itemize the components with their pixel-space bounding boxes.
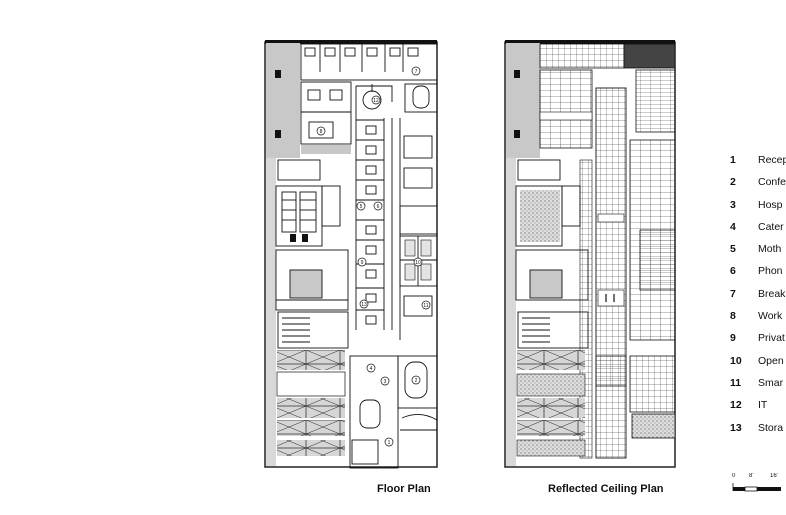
room-marker-10 bbox=[413, 257, 423, 267]
room-marker-3 bbox=[380, 376, 390, 386]
legend-item: 13 Stora bbox=[730, 420, 786, 442]
legend-label: Stora bbox=[758, 421, 784, 434]
legend-number: 12 bbox=[730, 399, 742, 412]
legend-label: Phon bbox=[758, 265, 783, 278]
room-marker-4 bbox=[366, 363, 376, 373]
room-marker-12-label: 12 bbox=[373, 98, 379, 104]
legend-item: 1 Recep bbox=[730, 152, 786, 174]
legend-item: 7 Break bbox=[730, 286, 786, 308]
legend-label: Break bbox=[758, 287, 786, 300]
room-marker-9 bbox=[357, 257, 367, 267]
room-marker-1-label: 1 bbox=[388, 440, 391, 446]
room-marker-1 bbox=[384, 437, 394, 447]
room-marker-2-label: 2 bbox=[415, 378, 418, 384]
legend-number: 10 bbox=[730, 354, 742, 367]
legend-number: 4 bbox=[730, 220, 736, 233]
legend-label: Recep bbox=[758, 154, 786, 166]
legend-label: Open bbox=[758, 354, 784, 367]
room-marker-7 bbox=[411, 66, 421, 76]
room-marker-5 bbox=[356, 201, 366, 211]
room-marker-13 bbox=[359, 299, 369, 309]
legend-number: 1 bbox=[730, 154, 736, 166]
room-marker-11 bbox=[421, 300, 431, 310]
legend-label: Confe bbox=[758, 176, 786, 189]
room-marker-6 bbox=[373, 201, 383, 211]
legend-number: 8 bbox=[730, 310, 736, 323]
floor-plan-caption: Floor Plan bbox=[377, 483, 431, 495]
room-legend: 1 Recep 2 Confe 3 Hosp 4 Cater 5 Moth 6 Phon 7… bbox=[730, 152, 786, 442]
room-marker-7-label: 7 bbox=[415, 69, 418, 75]
legend-number: 3 bbox=[730, 198, 736, 211]
room-marker-5-label: 5 bbox=[360, 204, 363, 210]
room-marker-6-label: 6 bbox=[377, 204, 380, 210]
room-marker-8 bbox=[316, 126, 326, 136]
legend-number: 11 bbox=[730, 376, 742, 389]
room-marker-8-label: 8 bbox=[320, 129, 323, 135]
floor-plan: 1 2 3 4 5 6 7 8 9 10 11 12 13 bbox=[264, 40, 438, 469]
legend-number: 9 bbox=[730, 332, 736, 345]
legend-number: 5 bbox=[730, 243, 736, 256]
legend-number: 7 bbox=[730, 287, 736, 300]
scale-label-16: 16' bbox=[770, 473, 778, 479]
legend-item: 10 Open bbox=[730, 353, 786, 375]
legend-label: Hosp bbox=[758, 198, 783, 211]
legend-label: IT bbox=[758, 399, 768, 412]
room-marker-2 bbox=[411, 375, 421, 385]
legend-item: 11 Smar bbox=[730, 375, 786, 397]
scale-label-0: 0 bbox=[732, 473, 736, 479]
room-marker-3-label: 3 bbox=[384, 379, 387, 385]
legend-item: 8 Work bbox=[730, 308, 786, 330]
scale-label-8: 8' bbox=[749, 473, 754, 479]
room-marker-13-label: 13 bbox=[361, 302, 367, 308]
ceiling-plan-caption: Reflected Ceiling Plan bbox=[548, 483, 664, 495]
legend-label: Moth bbox=[758, 243, 782, 256]
legend-label: Smar bbox=[758, 376, 784, 389]
legend-label: Work bbox=[758, 310, 783, 323]
legend-number: 13 bbox=[730, 421, 742, 434]
legend-item: 12 IT bbox=[730, 397, 786, 419]
legend-label: Cater bbox=[758, 220, 784, 233]
legend-item: 5 Moth bbox=[730, 241, 786, 263]
legend-item: 9 Privat bbox=[730, 330, 786, 352]
room-marker-9-label: 9 bbox=[361, 260, 364, 266]
room-marker-11-label: 11 bbox=[423, 303, 428, 309]
legend-item: 4 Cater bbox=[730, 219, 786, 241]
legend-item: 6 Phon bbox=[730, 263, 786, 285]
room-marker-10-label: 10 bbox=[415, 260, 421, 266]
legend-item: 3 Hosp bbox=[730, 197, 786, 219]
legend-label: Privat bbox=[758, 332, 785, 345]
room-marker-12 bbox=[371, 95, 381, 105]
scale-bar bbox=[732, 483, 781, 492]
ceiling-plan bbox=[504, 40, 676, 468]
legend-number: 6 bbox=[730, 265, 736, 278]
legend-item: 2 Confe bbox=[730, 174, 786, 196]
room-marker-4-label: 4 bbox=[370, 366, 373, 372]
legend-number: 2 bbox=[730, 176, 736, 189]
scale-labels: 0 8' 16' bbox=[732, 473, 786, 493]
